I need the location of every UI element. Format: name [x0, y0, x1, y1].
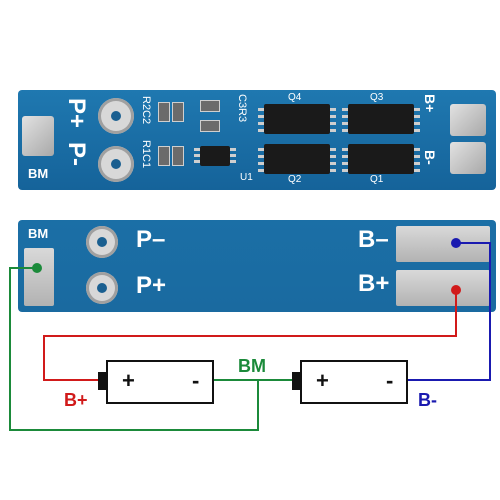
- top-pcb-board: BM P+ P- R2C2 R1C1 C3R3 U1 Q4 Q3 Q2 Q1 B…: [18, 90, 496, 190]
- bm-wire: [9, 267, 300, 431]
- capacitor-c3: [200, 120, 220, 132]
- resistor-r1: [158, 146, 170, 166]
- mosfet-q3: [348, 104, 414, 134]
- bm-pad-bottom: [24, 248, 54, 306]
- mosfet-q4-pin: [258, 122, 264, 125]
- mosfet-q2-pin: [330, 148, 336, 151]
- battery-2-plus: +: [316, 368, 329, 393]
- mosfet-q2-pin: [330, 155, 336, 158]
- bottom-pcb-board: BM P– P+ B– B+: [18, 220, 496, 312]
- q3-label: Q3: [370, 92, 384, 103]
- mosfet-q4-pin: [258, 108, 264, 111]
- p-minus-hole-bottom: [86, 226, 118, 258]
- battery-2-minus: -: [386, 368, 394, 393]
- capacitor-c1: [172, 146, 184, 166]
- mosfet-q2-pin: [258, 148, 264, 151]
- mosfet-q4-pin: [258, 115, 264, 118]
- u1-pin: [194, 154, 200, 157]
- mosfet-q1-pin: [414, 162, 420, 165]
- b-minus-wire-label: B-: [418, 390, 437, 410]
- bm-wire-dot: [32, 263, 42, 273]
- mosfet-q2-pin: [258, 169, 264, 172]
- mosfet-q1-pin: [414, 169, 420, 172]
- b-plus-wire: [43, 290, 457, 381]
- mosfet-q4-pin: [258, 129, 264, 132]
- battery-2-terminal: [292, 372, 300, 390]
- mosfet-q4-pin: [330, 108, 336, 111]
- bm-wire-label: BM: [238, 356, 266, 376]
- q1-label: Q1: [370, 174, 384, 185]
- u1-label: U1: [240, 172, 253, 183]
- b-plus-wire-label: B+: [64, 390, 88, 410]
- u1-pin: [194, 160, 200, 163]
- battery-1-plus: +: [122, 368, 135, 393]
- b-plus-pad-bottom: [396, 270, 490, 306]
- mosfet-q1-pin: [342, 148, 348, 151]
- u1-pin: [194, 148, 200, 151]
- mosfet-q3-pin: [414, 108, 420, 111]
- b-minus-pad-top: [450, 142, 486, 174]
- capacitor-c2: [172, 102, 184, 122]
- mosfet-q4-pin: [330, 122, 336, 125]
- mosfet-q1-pin: [414, 148, 420, 151]
- p-minus-hole-top: [98, 146, 134, 182]
- u1-pin: [230, 148, 236, 151]
- battery-1-terminal: [98, 372, 106, 390]
- u1-chip: [200, 146, 230, 166]
- q4-label: Q4: [288, 92, 302, 103]
- mosfet-q4-pin: [330, 115, 336, 118]
- bm-label-top: BM: [28, 166, 49, 181]
- p-plus-hole-top: [98, 98, 134, 134]
- mosfet-q3-pin: [342, 129, 348, 132]
- mosfet-q1: [348, 144, 414, 174]
- mosfet-q3-pin: [414, 115, 420, 118]
- b-minus-wire-dot: [451, 238, 461, 248]
- b-minus-wire: [408, 242, 491, 381]
- bm-pad-top: [22, 116, 54, 156]
- mosfet-q3-pin: [342, 115, 348, 118]
- p-minus-label-bottom: P–: [136, 226, 166, 253]
- mosfet-q2-pin: [330, 169, 336, 172]
- bm-label-bottom: BM: [28, 226, 49, 241]
- mosfet-q1-pin: [414, 155, 420, 158]
- u1-pin: [230, 160, 236, 163]
- mosfet-q2-pin: [330, 162, 336, 165]
- resistor-r3: [200, 100, 220, 112]
- mosfet-q3-pin: [342, 122, 348, 125]
- mosfet-q4-pin: [330, 129, 336, 132]
- battery-2: + -: [300, 360, 408, 404]
- mosfet-q3-pin: [414, 129, 420, 132]
- mosfet-q2-pin: [258, 162, 264, 165]
- mosfet-q2: [264, 144, 330, 174]
- q2-label: Q2: [288, 174, 302, 185]
- mosfet-q4: [264, 104, 330, 134]
- mosfet-q2-pin: [258, 155, 264, 158]
- mosfet-q1-pin: [342, 162, 348, 165]
- b-minus-label-bottom: B–: [358, 226, 389, 253]
- mosfet-q3-pin: [414, 122, 420, 125]
- b-plus-pad-top: [450, 104, 486, 136]
- battery-1-minus: -: [192, 368, 200, 393]
- p-plus-hole-bottom: [86, 272, 118, 304]
- mosfet-q3-pin: [342, 108, 348, 111]
- battery-1: + -: [106, 360, 214, 404]
- mosfet-q1-pin: [342, 169, 348, 172]
- b-plus-label-bottom: B+: [358, 270, 390, 297]
- resistor-r2: [158, 102, 170, 122]
- b-plus-wire-dot: [451, 285, 461, 295]
- p-plus-label-bottom: P+: [136, 272, 167, 299]
- u1-pin: [230, 154, 236, 157]
- mosfet-q1-pin: [342, 155, 348, 158]
